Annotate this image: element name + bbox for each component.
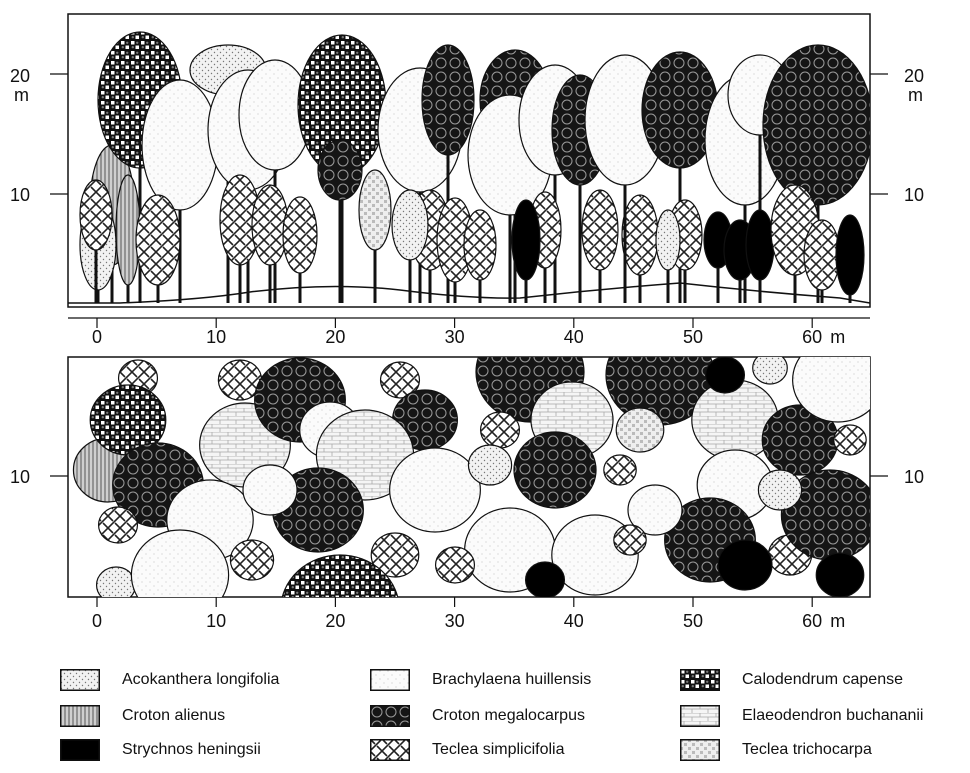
plan-x-tick-label: 0 — [92, 611, 102, 631]
legend-swatch-teclea-t — [680, 739, 720, 761]
plan-crown-brachylaena — [793, 338, 884, 422]
plan-crown-strychnos — [526, 562, 565, 598]
legend-label: Elaeodendron buchananii — [742, 707, 923, 725]
legend-item-teclea-s: Teclea simplicifolia — [370, 736, 565, 764]
legend-label: Calodendrum capense — [742, 671, 903, 689]
plan-crown-brachylaena — [243, 465, 297, 515]
profile-x-tick-label: 60 — [802, 327, 822, 347]
plan-crown-teclea-s — [436, 547, 475, 583]
legend-label: Brachylaena huillensis — [432, 671, 591, 689]
plan-crown-acokanthera — [758, 470, 801, 510]
plan-x-tick-label: 30 — [445, 611, 465, 631]
profile-left-tick-20: 20 — [10, 66, 30, 86]
profile-y-axis-right: 20 m 10 — [870, 66, 924, 205]
legend-item-brachylaena: Brachylaena huillensis — [370, 666, 591, 694]
profile-left-tick-10: 10 — [10, 185, 30, 205]
profile-y-axis-left: 20 m 10 — [10, 66, 68, 205]
profile-left-unit: m — [14, 85, 29, 105]
plan-crown-brachylaena — [390, 448, 481, 532]
legend-swatch-brachylaena — [370, 669, 410, 691]
plan-crown-teclea-s — [834, 425, 866, 455]
plan-x-tick-label: 60 — [802, 611, 822, 631]
plan-crown-calodendrum — [281, 555, 400, 665]
legend-swatch-acokanthera — [60, 669, 100, 691]
profile-panel — [68, 14, 873, 307]
plan-right-tick-10: 10 — [904, 467, 924, 487]
profile-x-unit: m — [830, 327, 845, 347]
plan-x-unit: m — [830, 611, 845, 631]
legend-item-croton-alienus: Croton alienus — [60, 702, 225, 730]
plan-crown-strychnos — [706, 357, 745, 393]
plan-crown-croton-mega — [514, 432, 596, 508]
legend-swatch-croton-alienus — [60, 705, 100, 727]
legend-item-strychnos: Strychnos heningsii — [60, 736, 261, 764]
plan-y-axis-left: 10 — [10, 467, 68, 487]
plan-crown-teclea-s — [99, 507, 138, 543]
plan-x-tick-label: 20 — [325, 611, 345, 631]
plan-y-axis-right: 10 — [870, 467, 924, 487]
species-legend: Acokanthera longifolia Brachylaena huille… — [60, 660, 960, 770]
profile-x-tick-label: 50 — [683, 327, 703, 347]
plan-left-tick-10: 10 — [10, 467, 30, 487]
plan-x-tick-label: 40 — [564, 611, 584, 631]
legend-item-elaeodendron: Elaeodendron buchananii — [680, 702, 923, 730]
profile-x-tick-label: 40 — [564, 327, 584, 347]
legend-swatch-elaeodendron — [680, 705, 720, 727]
plan-crown-teclea-s — [604, 455, 636, 485]
plan-crown-teclea-s — [614, 525, 646, 555]
legend-item-teclea-t: Teclea trichocarpa — [680, 736, 872, 764]
legend-swatch-strychnos — [60, 739, 100, 761]
profile-x-tick-label: 20 — [325, 327, 345, 347]
legend-item-croton-mega: Croton megalocarpus — [370, 702, 585, 730]
plan-crown-strychnos — [718, 540, 772, 590]
plan-crown-strychnos — [816, 553, 864, 597]
profile-x-axis: 0 10 20 30 40 50 60 m — [68, 318, 870, 347]
plan-crown-teclea-s — [230, 540, 273, 580]
profile-right-unit: m — [908, 85, 923, 105]
plan-crown-acokanthera — [468, 445, 511, 485]
legend-item-calodendrum: Calodendrum capense — [680, 666, 903, 694]
legend-label: Croton alienus — [122, 707, 225, 725]
legend-label: Croton megalocarpus — [432, 707, 585, 725]
profile-right-tick-20: 20 — [904, 66, 924, 86]
legend-item-acokanthera: Acokanthera longifolia — [60, 666, 279, 694]
plan-x-tick-label: 10 — [206, 611, 226, 631]
profile-x-tick-label: 30 — [445, 327, 465, 347]
plan-crown-teclea-t — [616, 408, 664, 452]
legend-swatch-calodendrum — [680, 669, 720, 691]
legend-label: Acokanthera longifolia — [122, 671, 279, 689]
plan-crown-teclea-s — [481, 412, 520, 448]
profile-x-tick-label: 0 — [92, 327, 102, 347]
profile-right-tick-10: 10 — [904, 185, 924, 205]
plan-panel — [68, 322, 883, 665]
legend-swatch-teclea-s — [370, 739, 410, 761]
plan-x-tick-label: 50 — [683, 611, 703, 631]
legend-label: Teclea trichocarpa — [742, 741, 872, 759]
profile-x-tick-label: 10 — [206, 327, 226, 347]
plan-crown-brachylaena — [131, 530, 228, 620]
plan-x-axis: 0 10 20 30 40 50 60 m — [68, 597, 870, 631]
legend-label: Strychnos heningsii — [122, 741, 261, 759]
legend-label: Teclea simplicifolia — [432, 741, 565, 759]
legend-swatch-croton-mega — [370, 705, 410, 727]
